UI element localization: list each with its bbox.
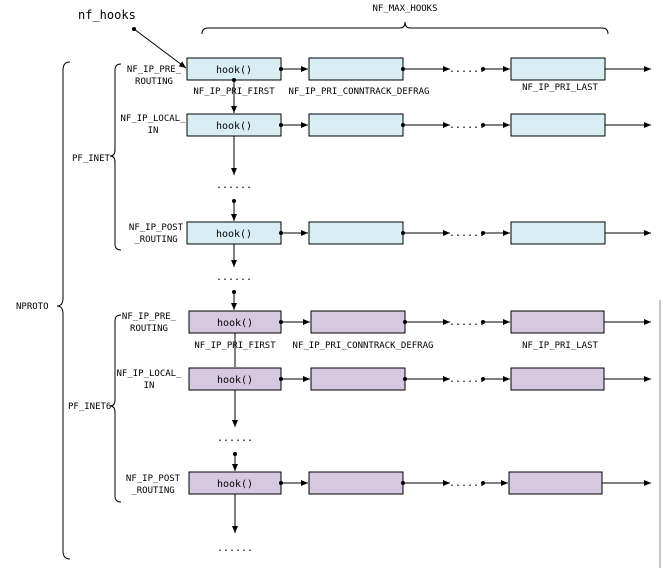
pf-inet6-post-routing-box-2 <box>308 471 404 495</box>
pf-inet-priority-last-label: NF_IP_PRI_LAST <box>522 83 598 93</box>
pf-inet6-label: PF_INET6 <box>68 402 111 412</box>
nproto-brace <box>56 61 71 560</box>
pf-inet-post-routing-label-1: NF_IP_POST <box>129 223 184 233</box>
pf-inet-pre-routing-hook-label: hook() <box>216 65 252 76</box>
pf-inet-local-in-box-last <box>510 113 606 137</box>
pf-inet-local-in-label-2: IN <box>148 126 159 136</box>
pf-inet6-pre-routing-label-2: ROUTING <box>130 324 168 334</box>
pf-inet6-pre-routing-box-2 <box>310 310 406 334</box>
pf-inet6-brace <box>109 314 122 503</box>
nf-max-hooks-brace <box>201 21 609 35</box>
pf-inet-pre-routing-box-2 <box>308 57 404 81</box>
family-link-ellipsis: ...... <box>216 272 252 283</box>
pf-inet6-local-in-label-2: IN <box>144 381 155 391</box>
pf-inet6-post-routing-label-2: _ROUTING <box>131 486 174 496</box>
pf-inet6-pre-routing-hook-label: hook() <box>217 318 253 329</box>
pf-inet6-priority-last-label: NF_IP_PRI_LAST <box>522 341 598 351</box>
pf-inet-brace <box>109 63 122 251</box>
pf-inet-label: PF_INET <box>72 154 111 164</box>
pf-inet-post-routing-box-2 <box>308 221 404 245</box>
pf-inet6-tail-ellipsis: ...... <box>217 543 253 554</box>
pf-inet-pre-routing-label-2: ROUTING <box>135 77 173 87</box>
pf-inet-local-in-label-1: NF_IP_LOCAL_ <box>120 114 186 124</box>
pf-inet-post-routing-label-2: _ROUTING <box>134 235 177 245</box>
pf-inet-r1-ellipsis: ...... <box>449 64 485 75</box>
pf-inet6-local-in-box-last <box>510 367 605 391</box>
nproto-label: NPROTO <box>16 302 49 312</box>
pf-inet-r3-ellipsis: ...... <box>449 228 485 239</box>
pf-inet-local-in-hook-label: hook() <box>216 121 252 132</box>
nf-max-hooks-label: NF_MAX_HOOKS <box>372 4 437 14</box>
pf-inet6-post-routing-label-1: NF_IP_POST <box>126 474 181 484</box>
pf-inet-r2-ellipsis: ...... <box>449 120 485 131</box>
pf-inet-pre-routing-box-last <box>510 57 606 81</box>
pf-inet6-post-routing-box-last <box>508 471 603 495</box>
pf-inet6-r3-ellipsis: ...... <box>449 478 485 489</box>
pf-inet6-r1-ellipsis: ...... <box>449 317 485 328</box>
pf-inet-priority-conntrack-label: NF_IP_PRI_CONNTRACK_DEFRAG <box>289 87 430 97</box>
pf-inet6-r2-ellipsis: ...... <box>449 374 485 385</box>
pf-inet6-post-routing-hook-label: hook() <box>217 479 253 490</box>
pf-inet-post-routing-box-last <box>510 221 606 245</box>
pf-inet-v-ellipsis-1: ...... <box>216 180 252 191</box>
pf-inet6-pre-routing-label-1: NF_IP_PRE_ <box>122 312 177 322</box>
pf-inet-pre-routing-label-1: NF_IP_PRE_ <box>127 65 182 75</box>
pf-inet6-local-in-label-1: NF_IP_LOCAL_ <box>116 369 182 379</box>
pf-inet6-pre-routing-box-last <box>510 310 605 334</box>
pf-inet6-v-ellipsis-1: ...... <box>217 433 253 444</box>
pf-inet-local-in-box-2 <box>308 113 404 137</box>
pf-inet6-local-in-box-2 <box>310 367 406 391</box>
pf-inet6-local-in-hook-label: hook() <box>217 375 253 386</box>
pf-inet-post-routing-hook-label: hook() <box>216 229 252 240</box>
nf-hooks-label: nf_hooks <box>78 8 136 22</box>
nf-hooks-pointer-arrow <box>133 28 187 69</box>
pf-inet6-priority-conntrack-label: NF_IP_PRI_CONNTRACK_DEFRAG <box>293 341 434 351</box>
